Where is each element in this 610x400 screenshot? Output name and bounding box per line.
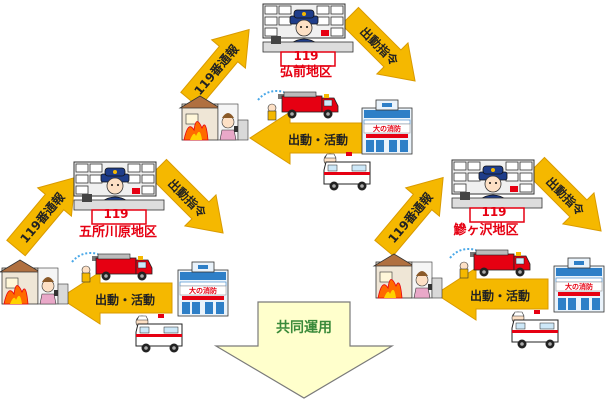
district-name-ajigasawa: 鰺ヶ沢地区 [453, 222, 518, 238]
sign-number: 119 [481, 205, 506, 219]
house-fire-icon [0, 260, 68, 304]
fire-truck-icon [72, 253, 152, 282]
shared-operation-label: 共同運用 [276, 319, 332, 336]
activity-arrow-ajigasawa: 出動・活動 [436, 268, 548, 320]
station-sign: 大の消防 [373, 124, 401, 133]
activity-arrow-goshogawara: 出動・活動 [60, 272, 172, 324]
house-fire-icon [374, 254, 442, 298]
call-arrow-ajigasawa: 119番通報 [367, 163, 460, 262]
activity-label: 出動・活動 [470, 288, 530, 303]
district-name-hirosaki: 弘前地区 [280, 64, 332, 80]
station-sign: 大の消防 [565, 282, 593, 291]
ambulance-icon [512, 310, 558, 349]
activity-label: 出動・活動 [95, 292, 155, 307]
shared-operation-arrow: 共同運用 [216, 302, 392, 398]
district-name-goshogawara: 五所川原地区 [79, 224, 157, 240]
house-fire-icon [180, 96, 248, 140]
fire-truck-icon [450, 249, 530, 278]
sign-number: 119 [293, 49, 318, 63]
call-arrow-hirosaki: 119番通報 [173, 15, 266, 114]
sign-number: 119 [103, 207, 128, 221]
ambulance-icon [324, 152, 370, 191]
station-sign: 大の消防 [189, 286, 217, 295]
activity-label: 出動・活動 [288, 132, 348, 147]
ambulance-icon [136, 314, 182, 353]
fire-truck-icon [258, 91, 338, 120]
activity-arrow-hirosaki: 出動・活動 [250, 112, 363, 164]
